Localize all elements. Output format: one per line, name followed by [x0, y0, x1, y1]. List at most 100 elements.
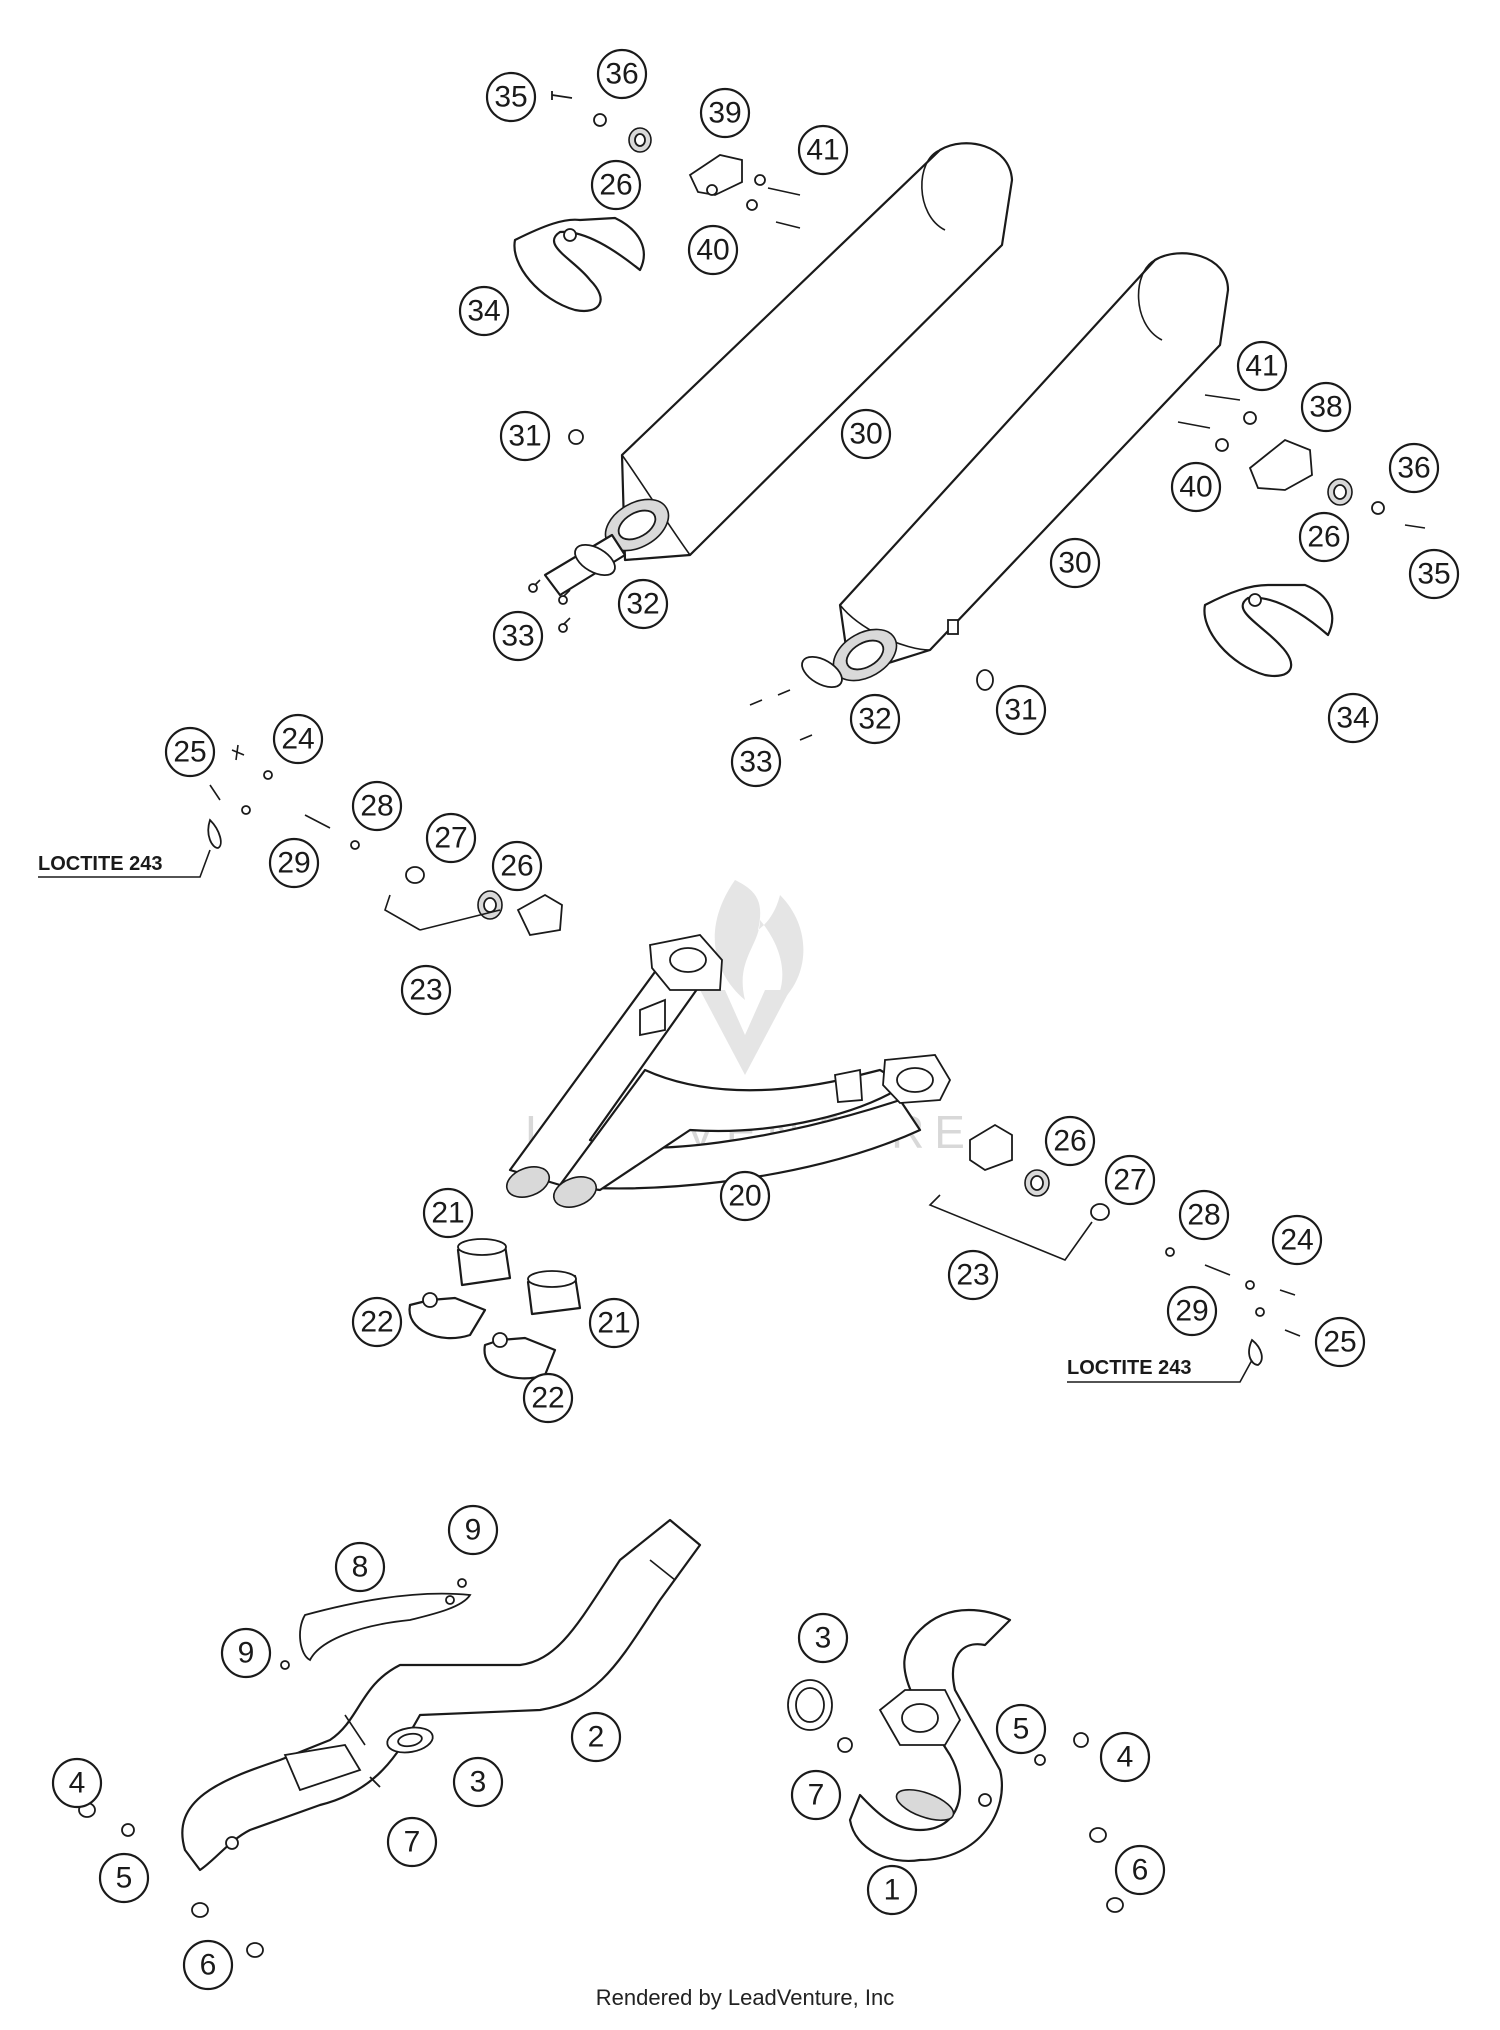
- svg-text:41: 41: [806, 134, 839, 167]
- part-callout: 33: [492, 610, 544, 662]
- part-callout: 9: [447, 1504, 499, 1556]
- header-pipe-front: [78, 1518, 702, 1958]
- svg-text:30: 30: [1058, 547, 1091, 580]
- part-callout: 36: [596, 48, 648, 100]
- part-callout: 25: [164, 726, 216, 778]
- part-callout: 26: [1298, 511, 1350, 563]
- svg-text:8: 8: [352, 1551, 369, 1584]
- svg-text:33: 33: [501, 620, 534, 653]
- part-callout: 31: [995, 684, 1047, 736]
- part-callout: 9: [220, 1627, 272, 1679]
- part-callout: 28: [1178, 1189, 1230, 1241]
- part-callout: 41: [797, 124, 849, 176]
- part-callout: 8: [334, 1541, 386, 1593]
- svg-text:34: 34: [467, 295, 500, 328]
- svg-text:7: 7: [808, 1779, 825, 1812]
- part-callout: 26: [590, 159, 642, 211]
- muffler-left-hardware: [513, 91, 801, 633]
- part-callout: 5: [995, 1703, 1047, 1755]
- svg-text:36: 36: [605, 58, 638, 91]
- part-callout: 34: [458, 285, 510, 337]
- part-callout: 30: [840, 408, 892, 460]
- part-callout: 23: [400, 964, 452, 1016]
- svg-text:40: 40: [696, 234, 729, 267]
- part-callout: 4: [51, 1757, 103, 1809]
- svg-text:4: 4: [1117, 1741, 1134, 1774]
- svg-text:26: 26: [1053, 1125, 1086, 1158]
- svg-text:26: 26: [1307, 521, 1340, 554]
- part-callout: 6: [1114, 1844, 1166, 1896]
- svg-text:32: 32: [858, 703, 891, 736]
- part-callout: 6: [182, 1939, 234, 1991]
- svg-text:7: 7: [404, 1826, 421, 1859]
- y-pipe-right-hardware: [928, 1123, 1301, 1366]
- muffler-right-hardware: [749, 394, 1426, 741]
- loctite-left-label: LOCTITE 243: [38, 853, 162, 875]
- svg-text:5: 5: [116, 1862, 133, 1895]
- part-callout: 3: [797, 1612, 849, 1664]
- loctite-note-left: LOCTITE 243: [38, 849, 211, 878]
- part-callout: 21: [588, 1297, 640, 1349]
- part-callout: 24: [272, 713, 324, 765]
- svg-text:22: 22: [360, 1306, 393, 1339]
- svg-text:41: 41: [1245, 350, 1278, 383]
- part-callout: 7: [790, 1769, 842, 1821]
- svg-text:36: 36: [1397, 452, 1430, 485]
- svg-text:39: 39: [708, 97, 741, 130]
- svg-text:21: 21: [431, 1197, 464, 1230]
- part-callout: 3: [452, 1756, 504, 1808]
- svg-text:21: 21: [597, 1307, 630, 1340]
- part-callout: 28: [351, 780, 403, 832]
- svg-text:23: 23: [956, 1259, 989, 1292]
- part-callout: 33: [730, 736, 782, 788]
- part-callout: 22: [522, 1372, 574, 1424]
- svg-text:29: 29: [1175, 1295, 1208, 1328]
- part-callout: 32: [849, 693, 901, 745]
- header-pipe-rear: [787, 1609, 1124, 1913]
- part-callout: 30: [1049, 537, 1101, 589]
- svg-text:9: 9: [465, 1514, 482, 1547]
- svg-text:34: 34: [1336, 702, 1369, 735]
- svg-text:31: 31: [1004, 694, 1037, 727]
- svg-text:2: 2: [588, 1721, 605, 1754]
- svg-text:29: 29: [277, 847, 310, 880]
- svg-text:26: 26: [599, 169, 632, 202]
- part-callout: 21: [422, 1187, 474, 1239]
- part-callout: 39: [699, 87, 751, 139]
- svg-text:6: 6: [1132, 1854, 1149, 1887]
- part-callout: 27: [425, 812, 477, 864]
- part-callout: 2: [570, 1711, 622, 1763]
- svg-text:32: 32: [626, 588, 659, 621]
- part-callout: 29: [268, 837, 320, 889]
- svg-text:40: 40: [1179, 471, 1212, 504]
- part-callout: 24: [1271, 1214, 1323, 1266]
- part-callout: 34: [1327, 692, 1379, 744]
- part-callout: 5: [98, 1852, 150, 1904]
- part-callout: 4: [1099, 1731, 1151, 1783]
- part-callout: 40: [1170, 461, 1222, 513]
- part-callout: 36: [1388, 442, 1440, 494]
- part-callout: 41: [1236, 340, 1288, 392]
- muffler-left: [604, 142, 1014, 562]
- svg-text:35: 35: [494, 81, 527, 114]
- svg-text:35: 35: [1417, 558, 1450, 591]
- svg-text:33: 33: [739, 746, 772, 779]
- part-callout: 29: [1166, 1285, 1218, 1337]
- svg-text:31: 31: [508, 420, 541, 453]
- svg-text:25: 25: [173, 736, 206, 769]
- svg-text:6: 6: [200, 1949, 217, 1982]
- sleeves-clamps: [408, 1238, 582, 1380]
- part-callout: 32: [617, 578, 669, 630]
- svg-text:24: 24: [1280, 1224, 1313, 1257]
- svg-text:26: 26: [500, 850, 533, 883]
- svg-text:27: 27: [1113, 1164, 1146, 1197]
- svg-text:27: 27: [434, 822, 467, 855]
- svg-text:25: 25: [1323, 1326, 1356, 1359]
- loctite-note-right: LOCTITE 243: [1067, 1357, 1253, 1383]
- svg-text:28: 28: [1187, 1199, 1220, 1232]
- part-callout: 1: [866, 1864, 918, 1916]
- muffler-right: [832, 252, 1230, 682]
- y-pipe-left-hardware: [207, 744, 563, 936]
- part-callout: 26: [491, 840, 543, 892]
- svg-text:3: 3: [815, 1622, 832, 1655]
